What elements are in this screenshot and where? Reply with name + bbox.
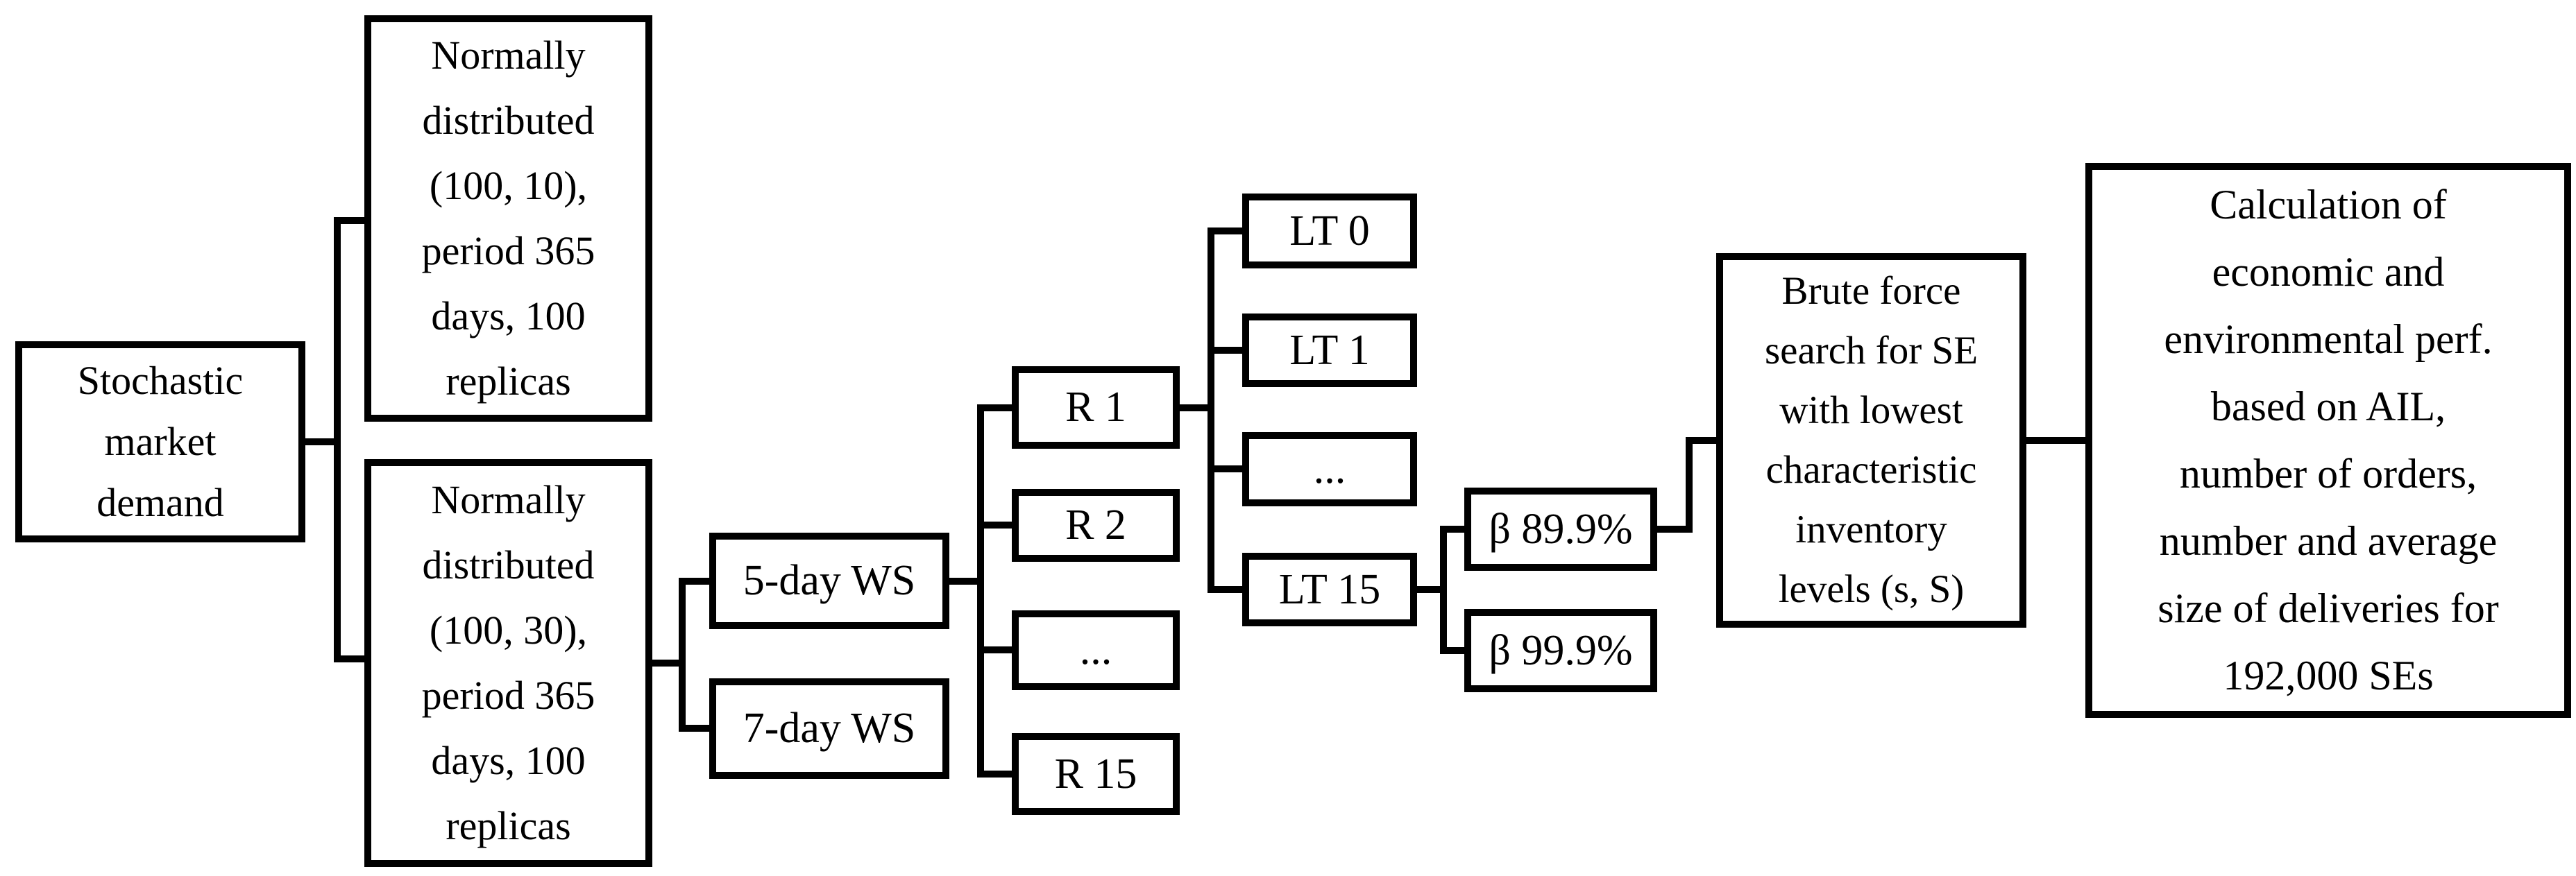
- node-normal-distribution-100-30: Normally distributed (100, 30), period 3…: [364, 459, 652, 867]
- connector-distribution-to-window-sizes: [649, 578, 713, 732]
- text-line: distributed: [422, 98, 595, 143]
- node-beta-89-9-percent: β 89.9%: [1464, 488, 1657, 571]
- text-line: size of deliveries for: [2158, 585, 2499, 631]
- text-line: levels (s, S): [1778, 567, 1965, 611]
- text-line: with lowest: [1779, 388, 1963, 432]
- connector-replica-to-lead-times: [1176, 227, 1246, 593]
- node-label: LT 0: [1289, 207, 1370, 255]
- node-label: LT 1: [1289, 326, 1370, 374]
- text-line: market: [104, 419, 217, 464]
- node-label: 7-day WS: [743, 705, 916, 752]
- node-beta-99-9-percent: β 99.9%: [1464, 609, 1657, 692]
- node-label: R 1: [1065, 384, 1126, 431]
- text-line: replicas: [446, 359, 571, 404]
- text-line: distributed: [422, 542, 595, 587]
- node-label: R 2: [1065, 501, 1126, 549]
- text-line: replicas: [446, 803, 571, 848]
- node-replica-2: R 2: [1012, 489, 1180, 562]
- text-line: days, 100: [431, 293, 586, 338]
- node-brute-force-search: Brute force search for SE with lowest ch…: [1716, 253, 2026, 628]
- text-line: characteristic: [1765, 448, 1977, 492]
- text-line: Normally: [431, 477, 586, 522]
- text-line: environmental perf.: [2164, 316, 2493, 362]
- text-line: based on AIL,: [2210, 384, 2446, 429]
- node-normal-distribution-100-10: Normally distributed (100, 10), period 3…: [364, 15, 652, 422]
- text-line: (100, 30),: [429, 608, 588, 653]
- text-line: Calculation of: [2210, 182, 2447, 227]
- text-line: search for SE: [1764, 329, 1978, 372]
- node-label: ...: [1079, 626, 1112, 673]
- node-performance-calculation: Calculation of economic and environmenta…: [2085, 163, 2571, 718]
- node-lead-time-15: LT 15: [1242, 553, 1417, 626]
- text-line: period 365: [421, 673, 595, 718]
- text-line: economic and: [2212, 249, 2445, 295]
- node-stochastic-market-demand: Stochastic market demand: [15, 341, 305, 542]
- node-lead-time-1: LT 1: [1242, 314, 1417, 387]
- node-label: LT 15: [1278, 565, 1381, 613]
- text-line: number and average: [2159, 518, 2498, 564]
- node-label: β 89.9%: [1489, 505, 1633, 553]
- node-label: R 15: [1054, 750, 1137, 798]
- text-line: Brute force: [1781, 269, 1961, 313]
- text-line: period 365: [421, 228, 595, 273]
- text-line: number of orders,: [2179, 451, 2477, 497]
- text-line: Stochastic: [77, 358, 244, 403]
- node-replica-ellipsis: ...: [1012, 610, 1180, 690]
- text-line: days, 100: [431, 738, 586, 783]
- node-label: β 99.9%: [1489, 626, 1633, 674]
- connector-ws-to-replicas: [946, 404, 1015, 778]
- text-line: inventory: [1795, 508, 1947, 551]
- node-label: 5-day WS: [743, 557, 916, 604]
- node-replica-15: R 15: [1012, 733, 1180, 815]
- node-replica-1: R 1: [1012, 366, 1180, 449]
- node-7-day-window-size: 7-day WS: [709, 678, 949, 779]
- connector-stochastic-to-demand-distributions: [302, 217, 368, 662]
- node-lead-time-ellipsis: ...: [1242, 432, 1417, 506]
- text-line: Normally: [431, 33, 586, 78]
- node-lead-time-0: LT 0: [1242, 194, 1417, 268]
- text-line: demand: [96, 480, 224, 525]
- text-line: (100, 10),: [429, 163, 588, 208]
- node-label: ...: [1313, 445, 1346, 492]
- connector-service-level-to-brute-force: [1654, 437, 1720, 533]
- connector-lead-time-to-service-levels: [1414, 526, 1468, 654]
- node-5-day-window-size: 5-day WS: [709, 533, 949, 629]
- text-line: 192,000 SEs: [2223, 653, 2434, 698]
